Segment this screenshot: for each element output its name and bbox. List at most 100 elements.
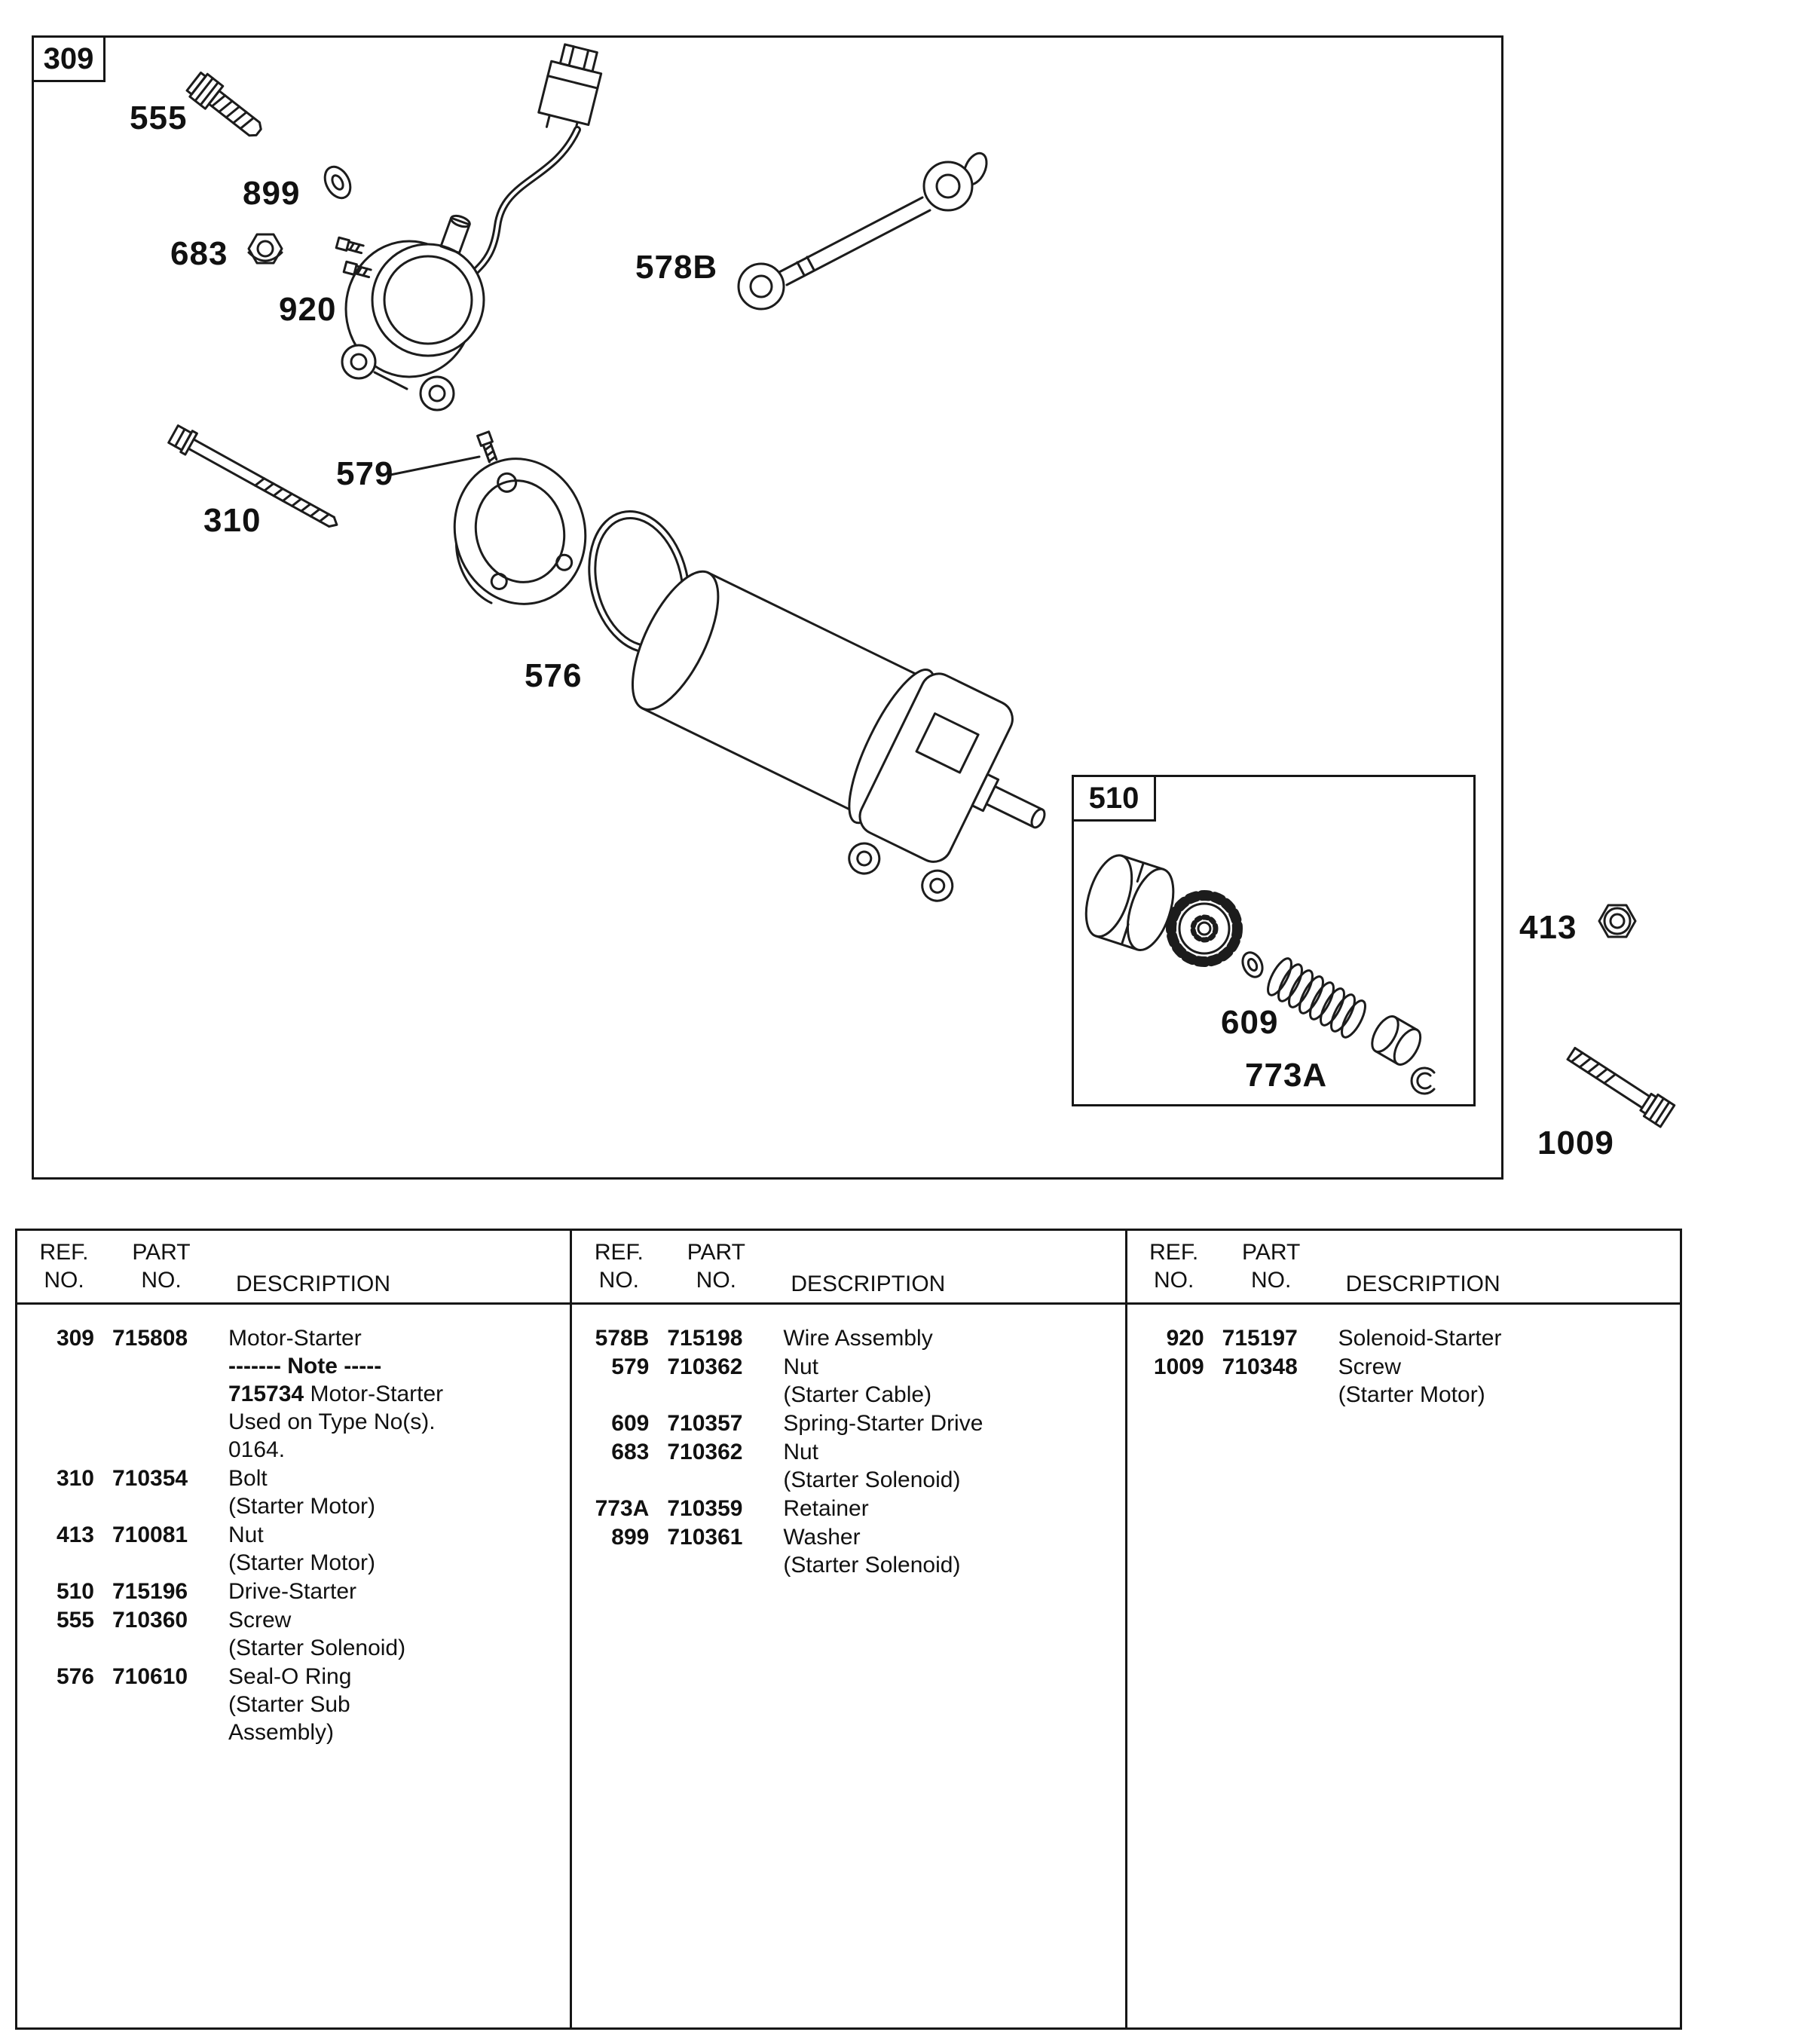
callout-579-leader	[389, 455, 481, 476]
exploded-diagram-art	[167, 43, 1676, 1128]
description-cell: Nut(Starter Motor)	[228, 1521, 553, 1577]
callout-413: 413	[1519, 909, 1577, 946]
drive-gear-icon	[1166, 890, 1243, 967]
table-header: REF. NO. PART NO. DESCRIPTION	[572, 1231, 1125, 1305]
part-no-cell: 710610	[112, 1664, 188, 1689]
callout-579: 579	[336, 455, 394, 492]
callout-555: 555	[130, 99, 188, 136]
ref-header-line2: NO.	[1153, 1268, 1194, 1293]
part-no-cell: 710354	[112, 1466, 188, 1491]
description-cell: Motor-Starter------- Note -----715734 Mo…	[228, 1324, 553, 1464]
part-no-header: PART NO.	[1222, 1238, 1320, 1298]
ref-header-line1: REF.	[1149, 1240, 1199, 1265]
ref-no-cell: 578B	[595, 1326, 650, 1351]
nut-683-icon	[247, 233, 283, 265]
part-header-line1: PART	[132, 1240, 191, 1265]
drive-clutch-icon	[1084, 854, 1175, 952]
part-header-line2: NO.	[1250, 1268, 1292, 1293]
description-cell: Retainer	[783, 1495, 1108, 1522]
description-line: Bolt	[228, 1466, 268, 1491]
ref-no-cell: 773A	[595, 1496, 650, 1521]
ref-no-cell: 920	[1166, 1326, 1204, 1351]
description-cell: Screw(Starter Solenoid)	[228, 1606, 553, 1662]
part-header-line2: NO.	[696, 1268, 736, 1293]
description-line: Screw	[228, 1608, 292, 1633]
description-line: Motor-Starter	[228, 1326, 362, 1351]
part-no-cell: 715196	[112, 1579, 188, 1604]
drive-spacer-icon	[1371, 1015, 1422, 1066]
part-header-line1: PART	[1242, 1240, 1301, 1265]
callout-920: 920	[279, 291, 337, 328]
ref-no-cell: 413	[56, 1522, 94, 1547]
screw-555-icon	[185, 71, 262, 137]
ref-no-cell: 309	[56, 1326, 94, 1351]
description-cell: Spring-Starter Drive	[783, 1409, 1108, 1437]
table-row: 309 715808 Motor-Starter------- Note -----…	[34, 1324, 553, 1464]
ref-header-line1: REF.	[594, 1240, 644, 1265]
description-line: (Starter Motor)	[1338, 1382, 1485, 1407]
inset-ref-label: 510	[1072, 775, 1156, 822]
ref-no-cell: 609	[611, 1411, 650, 1436]
description-line: Retainer	[783, 1496, 869, 1521]
description-cell: Bolt(Starter Motor)	[228, 1464, 553, 1520]
description-line: (Starter Cable)	[783, 1382, 932, 1407]
description-line: (Starter Motor)	[228, 1550, 376, 1575]
callout-578B: 578B	[635, 249, 718, 286]
ref-no-header: REF. NO.	[1144, 1238, 1204, 1298]
description-line: 0164.	[228, 1437, 286, 1462]
description-line: Drive-Starter	[228, 1579, 357, 1604]
table-header: REF. NO. PART NO. DESCRIPTION	[1127, 1231, 1680, 1305]
table-row: 609 710357 Spring-Starter Drive	[589, 1409, 1108, 1437]
solenoid-920-icon	[335, 43, 603, 412]
description-cell: Washer(Starter Solenoid)	[783, 1523, 1108, 1579]
callout-773A: 773A	[1245, 1057, 1328, 1094]
part-no-cell: 710081	[112, 1522, 188, 1547]
description-cell: Wire Assembly	[783, 1324, 1108, 1352]
endcap-579-icon	[453, 430, 587, 605]
part-no-cell: 715808	[112, 1326, 188, 1351]
description-line: 715734 Motor-Starter	[228, 1382, 444, 1406]
part-header-line2: NO.	[141, 1268, 182, 1293]
bolt-310-icon	[167, 424, 338, 528]
callout-683: 683	[170, 235, 228, 272]
drive-washer-icon	[1241, 951, 1264, 978]
ref-no-header: REF. NO.	[34, 1238, 94, 1298]
callout-310: 310	[203, 502, 262, 539]
starter-motor-body-icon	[631, 570, 1046, 902]
table-column-2: REF. NO. PART NO. DESCRIPTION 578B 715198…	[570, 1231, 1125, 2027]
description-line: Nut	[783, 1354, 819, 1379]
ref-header-line2: NO.	[44, 1268, 84, 1293]
part-no-header: PART NO.	[112, 1238, 210, 1298]
part-no-cell: 710362	[667, 1440, 743, 1464]
table-row: 578B 715198 Wire Assembly	[589, 1324, 1108, 1352]
description-line: Solenoid-Starter	[1338, 1326, 1502, 1351]
description-cell: Nut(Starter Solenoid)	[783, 1438, 1108, 1494]
ref-header-line2: NO.	[598, 1268, 639, 1293]
diagram-frame	[32, 35, 1503, 1180]
description-line: (Starter Solenoid)	[783, 1467, 961, 1492]
description-cell: Drive-Starter	[228, 1578, 553, 1605]
callout-576: 576	[525, 657, 583, 694]
description-line: (Starter Sub	[228, 1692, 350, 1717]
description-line: Spring-Starter Drive	[783, 1411, 983, 1436]
description-line: (Starter Solenoid)	[783, 1553, 961, 1578]
screw-1009-icon	[1566, 1046, 1676, 1128]
part-no-cell: 710362	[667, 1354, 743, 1379]
diagram-ref-label: 309	[32, 35, 106, 82]
description-line: Assembly)	[228, 1720, 335, 1745]
description-header: DESCRIPTION	[236, 1271, 391, 1296]
ref-no-cell: 683	[611, 1440, 650, 1464]
part-no-cell: 710361	[667, 1525, 743, 1550]
part-no-cell: 710357	[667, 1411, 743, 1436]
part-no-cell: 715198	[667, 1326, 743, 1351]
callout-899: 899	[243, 175, 301, 212]
description-cell: Solenoid-Starter	[1338, 1324, 1663, 1352]
part-no-cell: 710360	[112, 1608, 188, 1633]
